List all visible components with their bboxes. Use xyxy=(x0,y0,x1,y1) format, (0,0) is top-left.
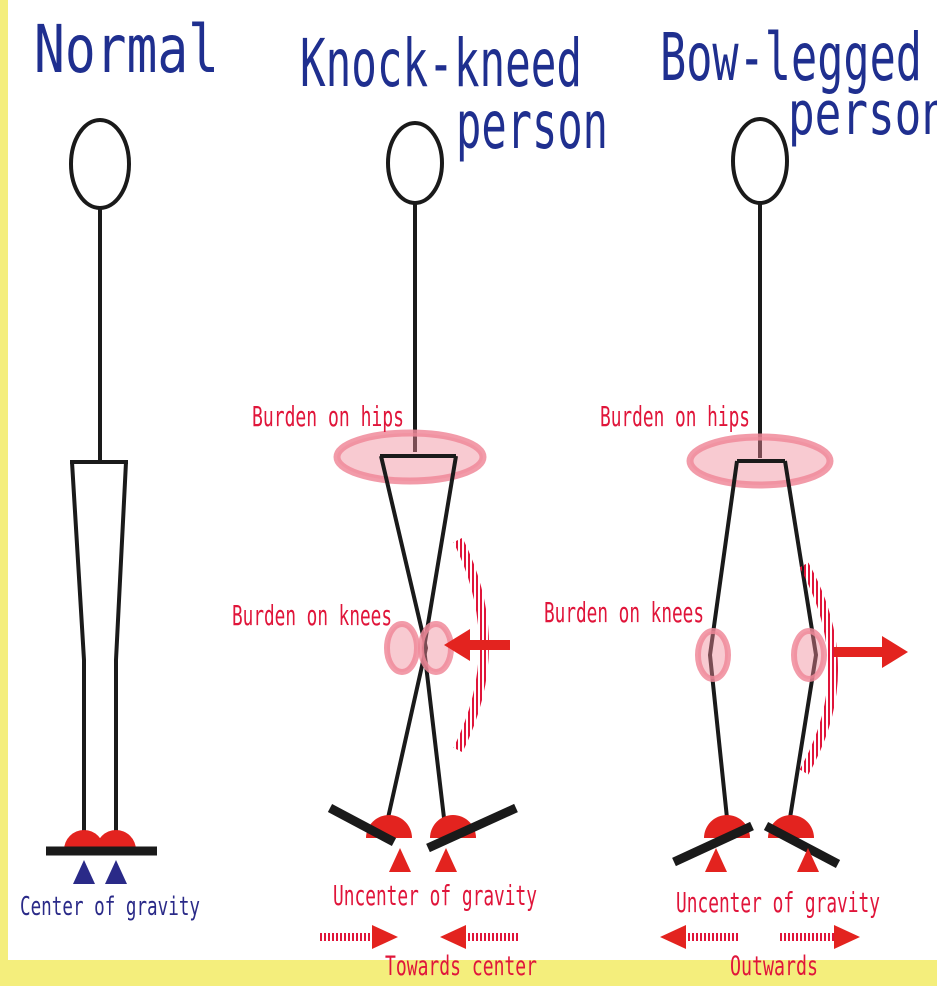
normal-title: Normal xyxy=(34,11,219,88)
bow-direction-label: Outwards xyxy=(730,951,818,981)
bow-hips-label: Burden on hips xyxy=(600,400,750,433)
knock-hips-label: Burden on hips xyxy=(252,400,404,433)
head-icon xyxy=(71,120,129,208)
knee-burden-ellipse xyxy=(794,631,824,679)
head-icon xyxy=(388,123,442,203)
center-of-gravity-label: Center of gravity xyxy=(20,892,200,922)
knee-burden-ellipse xyxy=(421,624,451,672)
knock-gravity-label: Uncenter of gravity xyxy=(333,879,537,912)
knee-burden-ellipse xyxy=(698,631,728,679)
bow-title-line2: person xyxy=(788,79,937,149)
knock-knees-label: Burden on knees xyxy=(232,599,392,632)
head-icon xyxy=(733,119,787,203)
bow-knees-label: Burden on knees xyxy=(544,596,704,629)
knock-title-line2: person xyxy=(456,87,608,164)
knock-direction-label: Towards center xyxy=(385,951,537,981)
bow-gravity-label: Uncenter of gravity xyxy=(676,886,880,919)
